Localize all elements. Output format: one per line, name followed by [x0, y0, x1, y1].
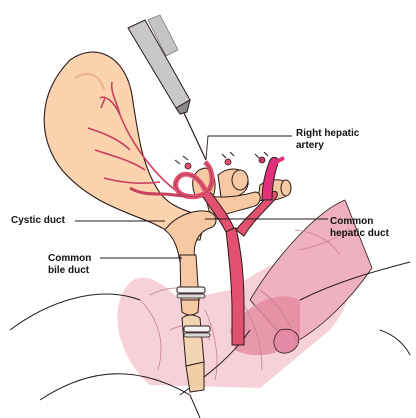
label-right-hepatic-artery-line2: artery	[296, 140, 324, 151]
leader-lines	[75, 135, 328, 259]
label-right-hepatic-artery: Right hepatic artery	[296, 128, 359, 152]
surgical-clips	[176, 286, 211, 338]
label-common-bile-duct-line1: Common	[48, 253, 92, 264]
label-common-hepatic-duct-line2: hepatic duct	[330, 228, 389, 239]
label-common-bile-duct: Common bile duct	[48, 253, 91, 277]
cystic-artery-branches	[87, 81, 176, 191]
label-common-bile-duct-line2: bile duct	[48, 265, 90, 276]
leader-right-hepatic-artery	[205, 135, 292, 161]
label-cystic-duct-line1: Cystic duct	[11, 215, 65, 226]
label-common-hepatic-duct-line1: Common	[330, 216, 374, 227]
label-right-hepatic-artery-line1: Right hepatic	[296, 128, 360, 139]
label-cystic-duct: Cystic duct	[11, 215, 65, 227]
label-common-hepatic-duct: Common hepatic duct	[330, 216, 389, 240]
hepatic-artery	[129, 151, 285, 346]
peritoneum-outline	[9, 261, 411, 418]
surgical-instrument	[127, 14, 207, 161]
